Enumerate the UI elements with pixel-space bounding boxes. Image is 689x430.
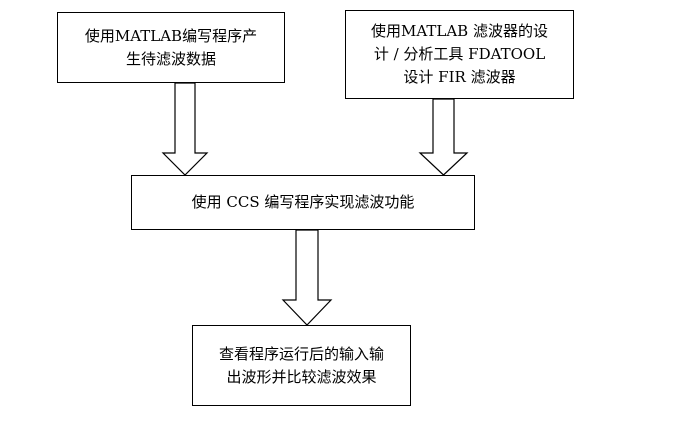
- box-text-line: 查看程序运行后的输入输: [218, 344, 384, 363]
- box-text-line: 设计 FIR 滤波器: [403, 68, 516, 86]
- matlab-data-generation-box: 使用MATLAB编写程序产 生待滤波数据: [57, 12, 285, 83]
- box-text-line: 出波形并比较滤波效果: [226, 367, 377, 386]
- box-text-line: 使用 CCS 编写程序实现滤波功能: [191, 193, 415, 211]
- block-arrow-down: [418, 98, 469, 176]
- box-text-line: 使用MATLAB 滤波器的设: [371, 22, 548, 40]
- fdatool-filter-design-box: 使用MATLAB 滤波器的设 计 / 分析工具 FDATOOL 设计 FIR 滤…: [345, 10, 574, 99]
- box-text-line: 计 / 分析工具 FDATOOL: [373, 45, 546, 63]
- box-text-line: 生待滤波数据: [125, 49, 216, 68]
- ccs-filter-program-box: 使用 CCS 编写程序实现滤波功能: [131, 175, 475, 230]
- block-arrow-down: [161, 82, 209, 176]
- box-text-line: 使用MATLAB编写程序产: [84, 26, 258, 45]
- block-arrow-down: [281, 229, 333, 326]
- view-waveforms-box: 查看程序运行后的输入输 出波形并比较滤波效果: [192, 325, 411, 406]
